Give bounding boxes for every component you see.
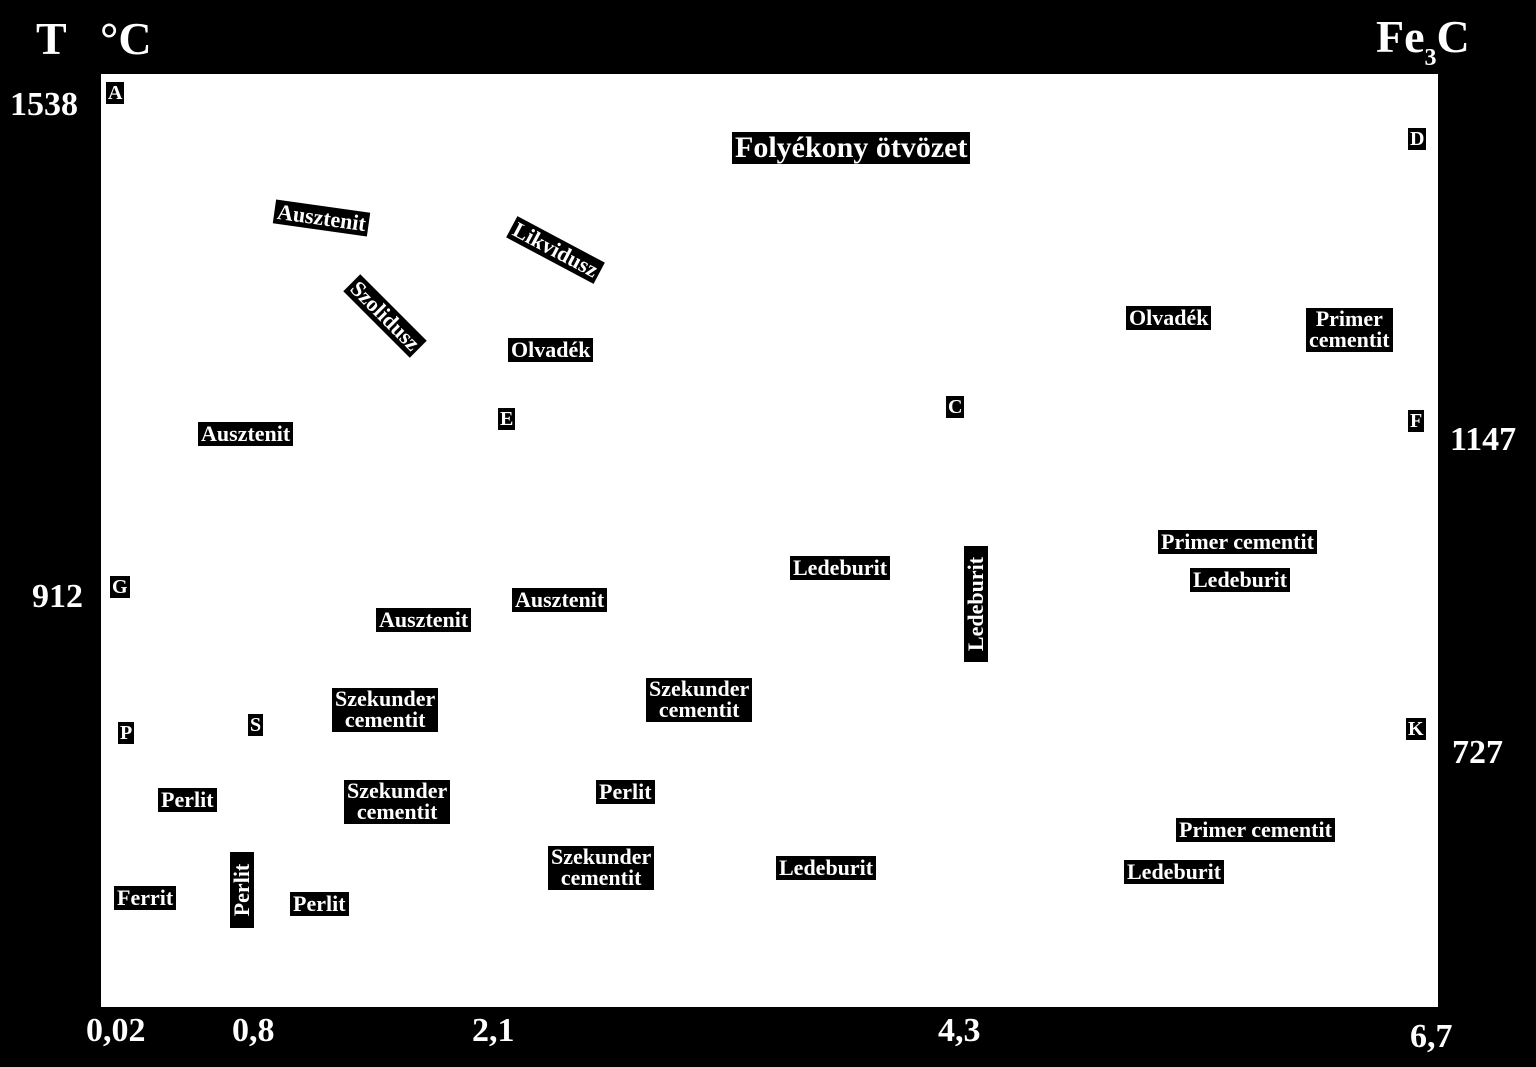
ledeburite-mid-right-label: Ledeburit <box>1190 568 1291 592</box>
austenite-912-left-label: Ausztenit <box>376 608 472 632</box>
x-tick-2-1: 2,1 <box>472 1012 515 1049</box>
ledeburite-mid-left-label: Ledeburit <box>790 556 891 580</box>
point-g: G <box>110 576 130 598</box>
primary-cementite-top-line2: cementit <box>1309 326 1390 352</box>
secondary-cementite-d-label: Szekunder cementit <box>548 844 655 890</box>
y-tick-727: 727 <box>1452 734 1503 771</box>
point-s: S <box>248 714 264 736</box>
secondary-cementite-c-label: Szekunder cementit <box>344 778 451 824</box>
pearlite-3-label: Perlit <box>290 892 349 916</box>
secondary-cementite-c-line2: cementit <box>356 798 438 824</box>
austenite-912-right-label: Ausztenit <box>512 588 608 612</box>
x-tick-0-8: 0,8 <box>232 1012 275 1049</box>
point-e: E <box>498 408 516 430</box>
x-tick-6-7: 6,7 <box>1410 1018 1453 1055</box>
cementite-compound-label: Fe3C <box>1376 11 1470 71</box>
point-d: D <box>1408 128 1427 150</box>
primary-cementite-low-label: Primer cementit <box>1176 818 1335 842</box>
secondary-cementite-a-line1: Szekunder <box>335 686 436 711</box>
x-tick-4-3: 4,3 <box>938 1012 981 1049</box>
pearlite-1-label: Perlit <box>158 788 217 812</box>
y-tick-1538: 1538 <box>10 86 78 123</box>
secondary-cementite-a-label: Szekunder cementit <box>332 686 439 732</box>
compound-fe: Fe <box>1376 11 1425 62</box>
point-f: F <box>1408 410 1425 432</box>
ledeburite-vertical-label: Ledeburit <box>963 546 988 662</box>
temperature-unit: °C <box>100 13 152 64</box>
secondary-cementite-d-line2: cementit <box>560 864 642 890</box>
point-k: K <box>1406 718 1426 740</box>
melt-left-label: Olvadék <box>508 338 594 362</box>
pearlite-2-label: Perlit <box>596 780 655 804</box>
ferrite-label: Ferrit <box>114 886 177 910</box>
pearlite-vertical-label: Perlit <box>229 852 254 928</box>
secondary-cementite-c-line1: Szekunder <box>347 778 448 803</box>
secondary-cementite-a-line2: cementit <box>344 706 426 732</box>
secondary-cementite-d-line1: Szekunder <box>551 844 652 869</box>
melt-right-label: Olvadék <box>1126 306 1212 330</box>
x-tick-0-02: 0,02 <box>86 1012 146 1049</box>
point-p: P <box>118 722 135 744</box>
y-tick-1147: 1147 <box>1450 421 1517 458</box>
secondary-cementite-b-label: Szekunder cementit <box>646 676 753 722</box>
point-c: C <box>946 396 965 418</box>
primary-cementite-mid-label: Primer cementit <box>1158 530 1317 554</box>
temperature-symbol: T <box>36 13 67 64</box>
austenite-mid-label: Ausztenit <box>198 422 294 446</box>
y-tick-912: 912 <box>32 578 83 615</box>
compound-c: C <box>1436 11 1470 62</box>
compound-subscript: 3 <box>1424 45 1437 71</box>
secondary-cementite-b-line2: cementit <box>658 696 740 722</box>
ledeburite-low-right-label: Ledeburit <box>1124 860 1225 884</box>
primary-cementite-top-line1: Primer <box>1315 306 1383 331</box>
point-a: A <box>106 82 125 104</box>
liquid-alloy-label: Folyékony ötvözet <box>732 132 971 164</box>
secondary-cementite-b-line1: Szekunder <box>649 676 750 701</box>
primary-cementite-top-label: Primer cementit <box>1306 308 1393 352</box>
ledeburite-low-label: Ledeburit <box>776 856 877 880</box>
